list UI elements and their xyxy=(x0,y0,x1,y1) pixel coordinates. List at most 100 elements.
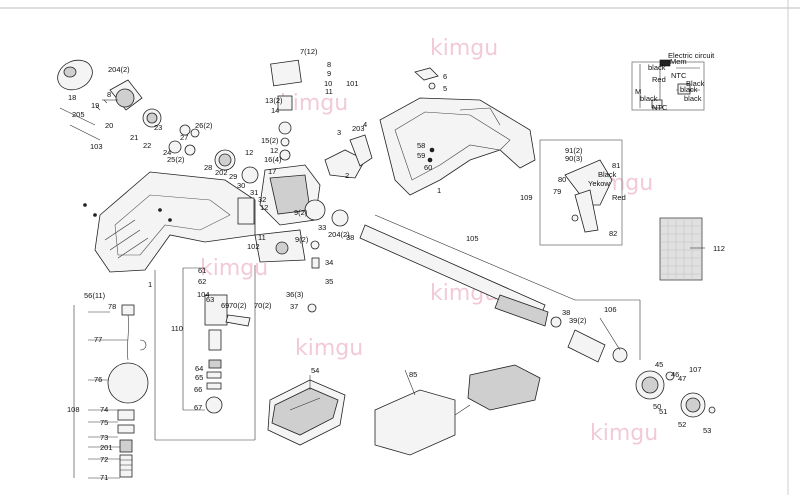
callout: 65 xyxy=(195,373,203,382)
callout: 69 xyxy=(221,301,229,310)
pump-body xyxy=(254,59,349,269)
callout: 109 xyxy=(520,193,533,202)
callout: 26(2) xyxy=(195,121,213,130)
callout: 28 xyxy=(204,163,212,172)
callout: 8 xyxy=(327,60,331,69)
callout: 38 xyxy=(346,233,354,242)
callout: 5 xyxy=(443,84,447,93)
callout: 24 xyxy=(163,148,171,157)
callout: 62 xyxy=(198,277,206,286)
watermark-text: kimgu xyxy=(295,336,363,361)
watermark-text: kimgu xyxy=(590,421,658,446)
callout: 33 xyxy=(318,223,326,232)
circuit-label: black xyxy=(648,63,666,72)
callout: 21 xyxy=(130,133,138,142)
callout: 51 xyxy=(659,407,667,416)
callout: 12 xyxy=(260,203,268,212)
callout: 34 xyxy=(325,258,333,267)
suction-hose xyxy=(107,304,149,478)
callout: 70(2) xyxy=(229,301,247,310)
motor-assembly xyxy=(57,59,259,184)
callout: 67 xyxy=(194,403,202,412)
callout: 17 xyxy=(268,167,276,176)
callout: 38 xyxy=(562,308,570,317)
watermark-text: kimgu xyxy=(200,256,268,281)
callout: 79 xyxy=(553,187,561,196)
callout: 1 xyxy=(437,186,441,195)
callout: 205 xyxy=(72,110,85,119)
callout: 54 xyxy=(311,366,319,375)
inset-109: Yekow Black Red xyxy=(539,139,626,246)
callout: 81 xyxy=(612,161,620,170)
callout: 110 xyxy=(171,324,183,333)
charger xyxy=(374,364,541,456)
callout: 82 xyxy=(609,229,617,238)
circuit-label: NTC xyxy=(671,71,687,80)
callout: 14 xyxy=(271,106,279,115)
callout: 204(2) xyxy=(328,230,350,239)
callout: 8 xyxy=(107,90,111,99)
callout: 9(2) xyxy=(294,208,308,217)
callout: 16(4) xyxy=(264,155,282,164)
callout: 72 xyxy=(100,455,108,464)
callout: 56(11) xyxy=(84,291,106,300)
callout: 78 xyxy=(108,302,116,311)
callout: 70(2) xyxy=(254,301,272,310)
callout: 36(3) xyxy=(286,290,304,299)
callout: 112 xyxy=(713,244,725,253)
callout: 60 xyxy=(424,163,432,172)
trigger-parts xyxy=(324,67,439,179)
electric-circuit: Electric circuit Mem black NTC black bla… xyxy=(631,51,715,112)
callout: 106 xyxy=(604,305,617,314)
callout: 46 xyxy=(671,370,679,379)
leader-lines xyxy=(59,99,705,479)
callout: 19 xyxy=(91,101,99,110)
callout: 58 xyxy=(417,141,425,150)
callout: 75 xyxy=(100,418,108,427)
callout: 105 xyxy=(466,234,479,243)
callout: 20 xyxy=(105,121,113,130)
circuit-label: Mem xyxy=(670,57,687,66)
callout: 59 xyxy=(417,151,425,160)
circuit-label: M xyxy=(635,87,641,96)
filter-mesh xyxy=(659,217,703,281)
callout-labels: 1 1 2 3 4 5 6 7(12) 8 9 10 101 11 13(2) … xyxy=(67,47,725,482)
callout: 74 xyxy=(100,405,108,414)
callout: 61 xyxy=(198,266,206,275)
callout: 103 xyxy=(90,142,103,151)
circuit-label: NTC xyxy=(652,103,668,112)
callout: 204(2) xyxy=(108,65,130,74)
circuit-title: Electric circuit xyxy=(668,51,715,60)
callout: 102 xyxy=(247,242,260,251)
callout: 50 xyxy=(653,402,661,411)
callout: 30 xyxy=(237,181,245,190)
callout: 23 xyxy=(154,123,162,132)
circuit-label: black xyxy=(680,85,698,94)
callout: 107 xyxy=(689,365,702,374)
callout: 27 xyxy=(180,133,188,142)
callout: 201 xyxy=(100,443,113,452)
inset-label-red: Red xyxy=(612,193,626,202)
callout: 35 xyxy=(325,277,333,286)
callout: 37 xyxy=(290,302,298,311)
callout: 108 xyxy=(67,405,80,414)
callout: 66 xyxy=(194,385,202,394)
watermark-text: kimgu xyxy=(430,36,498,61)
callout: 9(2) xyxy=(295,235,309,244)
inset-label-yellow: Yekow xyxy=(588,179,610,188)
callout: 91(2) xyxy=(565,146,583,155)
callout: 77 xyxy=(94,335,102,344)
callout: 18 xyxy=(68,93,76,102)
callout: 80 xyxy=(558,175,566,184)
callout: 76 xyxy=(94,375,102,384)
lance xyxy=(359,224,716,418)
callout: 22 xyxy=(143,141,151,150)
callout: 52 xyxy=(678,420,686,429)
callout: 32 xyxy=(258,195,266,204)
callout: 73 xyxy=(100,433,108,442)
callout: 71 xyxy=(100,473,108,482)
circuit-label: Black xyxy=(686,79,705,88)
callout: 12 xyxy=(270,146,278,155)
